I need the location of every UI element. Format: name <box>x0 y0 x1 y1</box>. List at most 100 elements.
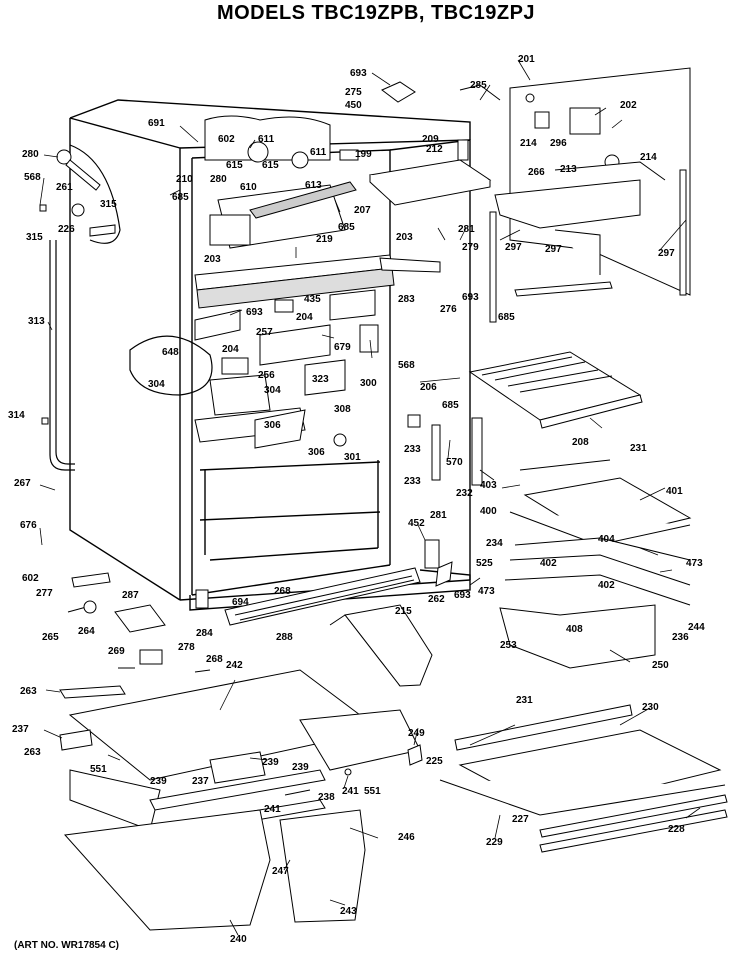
kickplate-grille <box>224 539 453 626</box>
part-label: 276 <box>440 304 457 315</box>
part-label: 308 <box>334 404 351 415</box>
part-label: 233 <box>404 476 421 487</box>
part-label: 304 <box>148 379 165 390</box>
part-label: 685 <box>338 222 355 233</box>
part-label: 237 <box>12 724 29 735</box>
part-label: 610 <box>240 182 257 193</box>
part-label: 285 <box>470 80 487 91</box>
part-label: 288 <box>276 632 293 643</box>
part-label: 278 <box>178 642 195 653</box>
part-label: 281 <box>458 224 475 235</box>
part-label: 408 <box>566 624 583 635</box>
part-label: 551 <box>90 764 107 775</box>
part-label: 230 <box>642 702 659 713</box>
part-label: 256 <box>258 370 275 381</box>
part-label: 473 <box>686 558 703 569</box>
part-label: 473 <box>478 586 495 597</box>
freezer-fan-assembly <box>204 115 359 249</box>
part-label: 204 <box>296 312 313 323</box>
part-label: 240 <box>230 934 247 945</box>
part-label: 231 <box>630 443 647 454</box>
ice-tray-shelf <box>368 159 687 296</box>
part-label: 219 <box>316 234 333 245</box>
part-label: 306 <box>264 420 281 431</box>
part-labels: 693 201 275 450 285 202 691 602 611 209 … <box>8 54 705 945</box>
part-label: 250 <box>652 660 669 671</box>
part-label: 253 <box>500 640 517 651</box>
part-label: 226 <box>58 224 75 235</box>
part-label: 225 <box>426 756 443 767</box>
mullion-trim <box>194 254 441 309</box>
part-label: 551 <box>364 786 381 797</box>
part-label: 265 <box>42 632 59 643</box>
part-label: 685 <box>442 400 459 411</box>
part-label: 611 <box>310 147 327 158</box>
part-label: 214 <box>640 152 657 163</box>
part-label: 208 <box>572 437 589 448</box>
part-label: 694 <box>232 597 249 608</box>
part-label: 239 <box>150 776 167 787</box>
part-label: 568 <box>24 172 41 183</box>
part-label: 693 <box>454 590 471 601</box>
meat-pan-assembly <box>407 704 728 853</box>
part-label: 268 <box>274 586 291 597</box>
part-label: 313 <box>28 316 45 327</box>
part-label: 525 <box>476 558 493 569</box>
part-label: 315 <box>26 232 43 243</box>
part-label: 237 <box>192 776 209 787</box>
part-label: 209 <box>422 134 439 145</box>
part-label: 243 <box>340 906 357 917</box>
freezer-rear-panel <box>381 67 691 296</box>
part-label: 244 <box>688 622 705 633</box>
part-label: 602 <box>218 134 235 145</box>
part-label: 238 <box>318 792 335 803</box>
part-label: 232 <box>456 488 473 499</box>
part-label: 241 <box>264 804 281 815</box>
part-label: 400 <box>480 506 497 517</box>
part-label: 615 <box>262 160 279 171</box>
part-label: 693 <box>246 307 263 318</box>
part-label: 267 <box>14 478 31 489</box>
part-label: 404 <box>598 534 615 545</box>
part-label: 450 <box>345 100 362 111</box>
part-label: 685 <box>172 192 189 203</box>
part-label: 261 <box>56 182 73 193</box>
part-label: 287 <box>122 590 139 601</box>
part-label: 570 <box>446 457 463 468</box>
part-label: 304 <box>264 385 281 396</box>
part-label: 280 <box>22 149 39 160</box>
part-label: 685 <box>498 312 515 323</box>
part-label: 239 <box>292 762 309 773</box>
part-label: 241 <box>342 786 359 797</box>
part-label: 199 <box>355 149 372 160</box>
part-label: 435 <box>304 294 321 305</box>
part-label: 212 <box>426 144 443 155</box>
part-label: 257 <box>256 327 273 338</box>
part-label: 611 <box>258 134 275 145</box>
part-label: 401 <box>666 486 683 497</box>
part-label: 402 <box>540 558 557 569</box>
leader-lines <box>39 59 701 936</box>
control-housing <box>194 289 379 449</box>
part-label: 283 <box>398 294 415 305</box>
part-label: 297 <box>545 244 562 255</box>
part-label: 693 <box>350 68 367 79</box>
part-label: 693 <box>462 292 479 303</box>
part-label: 676 <box>20 520 37 531</box>
part-label: 297 <box>658 248 675 259</box>
part-label: 300 <box>360 378 377 389</box>
part-label: 296 <box>550 138 567 149</box>
part-label: 323 <box>312 374 329 385</box>
drain-tube <box>49 144 213 471</box>
part-label: 262 <box>428 594 445 605</box>
part-label: 236 <box>672 632 689 643</box>
part-label: 228 <box>668 824 685 835</box>
part-label: 691 <box>148 118 165 129</box>
part-label: 234 <box>486 538 503 549</box>
part-label: 203 <box>396 232 413 243</box>
part-label: 201 <box>518 54 535 65</box>
part-label: 679 <box>334 342 351 353</box>
part-label: 233 <box>404 444 421 455</box>
part-label: 613 <box>305 180 322 191</box>
